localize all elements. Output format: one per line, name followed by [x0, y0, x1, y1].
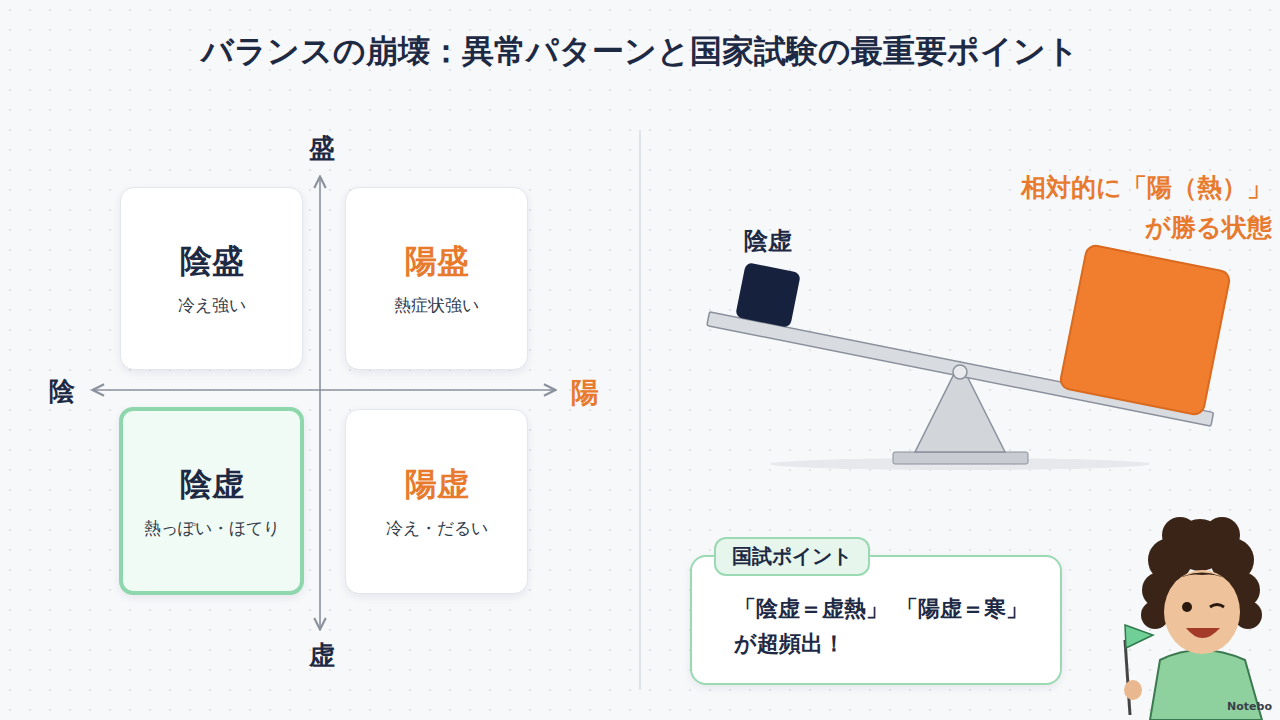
- quadrant-box: 陽盛熱症状強い: [345, 187, 528, 370]
- axis-label: 虚: [309, 638, 335, 673]
- quadrant-heading: 陽盛: [405, 240, 469, 284]
- quadrant-description: 熱っぽい・ほてり: [144, 517, 280, 540]
- quadrant-heading: 陰盛: [180, 240, 244, 284]
- callout-tab-heading: 国試ポイント: [714, 537, 870, 576]
- page-title: バランスの崩壊：異常パターンと国家試験の最重要ポイント: [0, 30, 1280, 74]
- annotation: 相対的に「陽（熱）」 が勝る状態: [1017, 168, 1272, 248]
- horizontal-axis: [94, 389, 554, 391]
- axis-label: 陽: [571, 374, 599, 412]
- divider-line: [639, 130, 641, 690]
- axis-label: 陰: [49, 374, 75, 409]
- quadrant-description: 冷え強い: [178, 294, 246, 317]
- callout-text: 「陰虚＝虚熱」 「陽虚＝寒」が超頻出！: [734, 591, 1034, 661]
- block-label: 陰虚: [744, 225, 792, 257]
- highlighted-quadrant-box: 陰虚熱っぽい・ほてり: [119, 407, 304, 595]
- quadrant-heading: 陰虚: [180, 463, 244, 507]
- callout-box: 国試ポイント「陰虚＝虚熱」 「陽虚＝寒」が超頻出！: [690, 555, 1062, 685]
- mascot-character: [1124, 517, 1262, 720]
- vertical-axis: [319, 178, 321, 628]
- axis-label: 盛: [309, 131, 335, 166]
- quadrant-box: 陰盛冷え強い: [120, 187, 303, 370]
- quadrant-description: 冷え・だるい: [386, 517, 488, 540]
- quadrant-description: 熱症状強い: [394, 294, 479, 317]
- quadrant-box: 陽虚冷え・だるい: [345, 409, 528, 594]
- watermark: Notebo: [1227, 700, 1272, 713]
- quadrant-heading: 陽虚: [405, 463, 469, 507]
- seesaw: [707, 244, 1231, 470]
